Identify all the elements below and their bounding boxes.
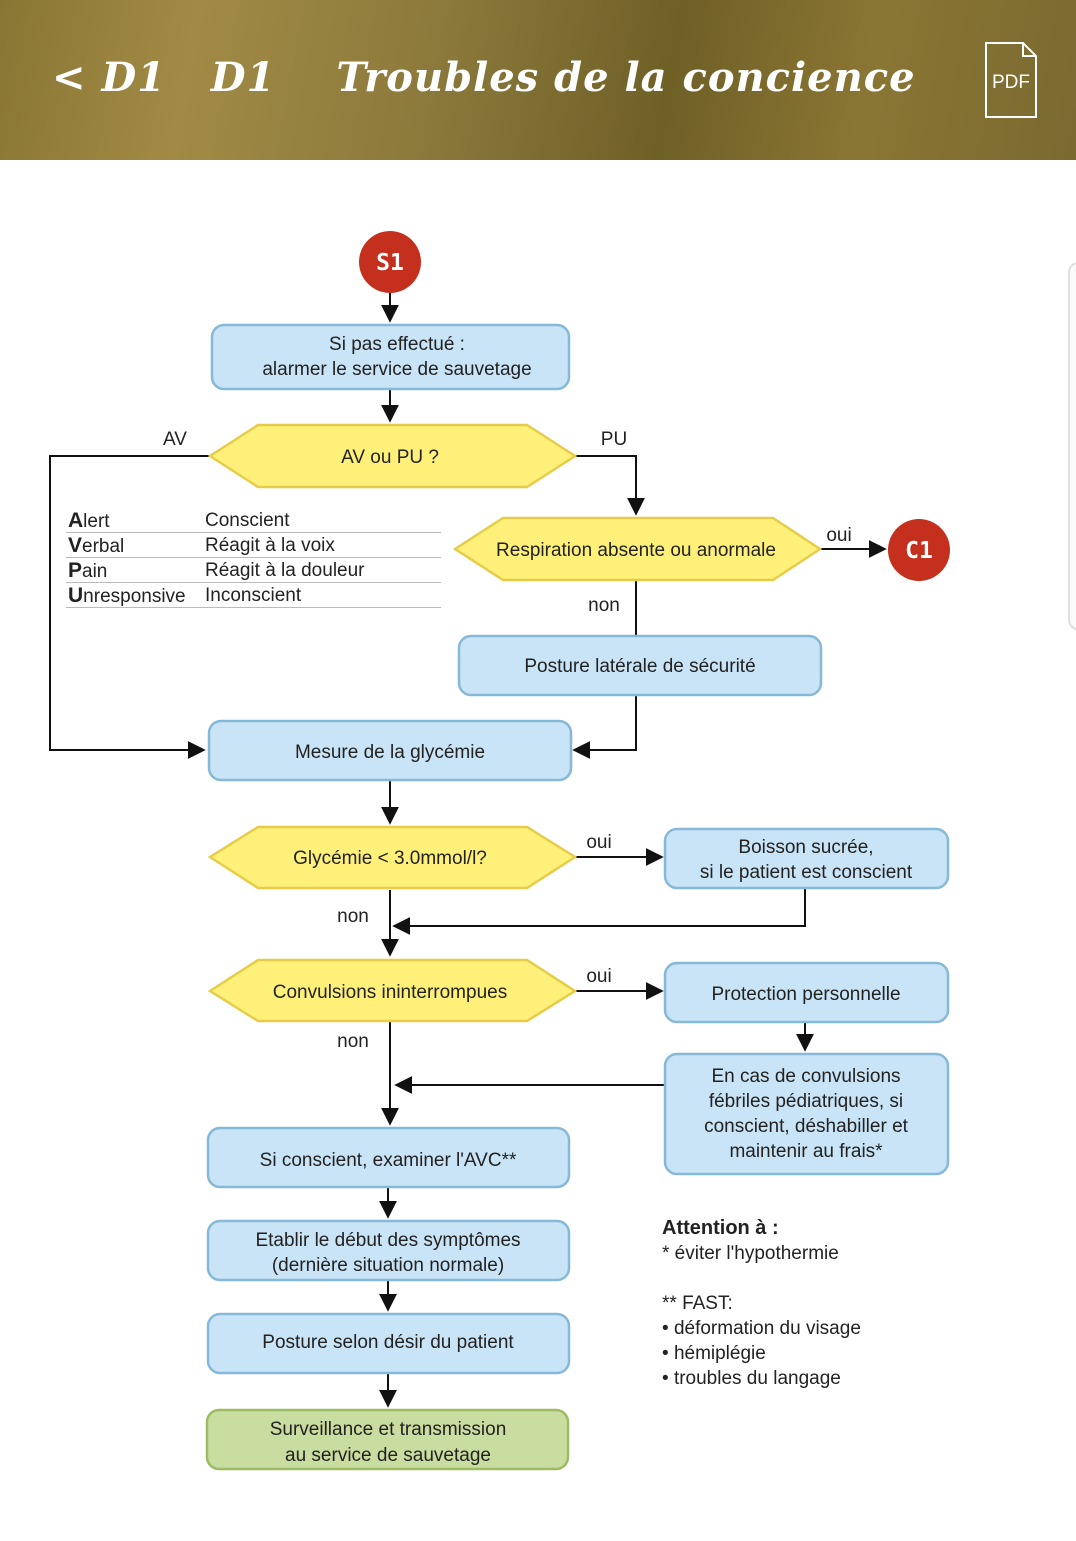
respiration-decision: Respiration absente ou anormale bbox=[452, 516, 823, 582]
avpu-term: Verbal bbox=[68, 534, 125, 557]
glycemie-decision-label: Glycémie < 3.0mmol/l? bbox=[293, 848, 487, 869]
avpu-meaning: Inconscient bbox=[205, 585, 302, 606]
avpu-term: Pain bbox=[68, 559, 108, 582]
final-line-2: au service de sauvetage bbox=[285, 1445, 491, 1466]
avpu-term: Alert bbox=[68, 509, 110, 532]
avc-box: Si conscient, examiner l'AVC** bbox=[206, 1126, 571, 1189]
onset-line-2: (dernière situation normale) bbox=[272, 1255, 504, 1276]
febrile-box: En cas de convulsions fébriles pédiatriq… bbox=[663, 1052, 950, 1176]
pdf-label: PDF bbox=[992, 72, 1030, 93]
posture-box: Posture selon désir du patient bbox=[206, 1312, 571, 1375]
edge-label-pu: PU bbox=[601, 429, 627, 450]
sugar-box: Boisson sucrée, si le patient est consci… bbox=[663, 827, 950, 890]
header-nav: < D1 D1 Troubles de la concience bbox=[52, 54, 916, 101]
edge-sugar-return bbox=[392, 888, 806, 935]
avc-label: Si conscient, examiner l'AVC** bbox=[260, 1150, 517, 1171]
avpu-row: Unresponsive Inconscient bbox=[66, 583, 441, 608]
avpu-decision-label: AV ou PU ? bbox=[341, 447, 439, 468]
avpu-meaning: Conscient bbox=[205, 510, 290, 531]
respiration-decision-label: Respiration absente ou anormale bbox=[496, 540, 776, 561]
avpu-table: Alert Conscient Verbal Réagit à la voix … bbox=[66, 508, 441, 608]
pls-label: Posture latérale de sécurité bbox=[524, 656, 755, 677]
fast-item: • déformation du visage bbox=[662, 1318, 861, 1339]
sugar-line-2: si le patient est conscient bbox=[700, 862, 913, 883]
febrile-line-3: conscient, déshabiller et bbox=[704, 1116, 909, 1137]
edge-pls-glycemie bbox=[572, 696, 637, 759]
end-connector-label: C1 bbox=[905, 538, 933, 564]
end-connector-c1[interactable]: C1 bbox=[888, 519, 950, 581]
note-hypothermia: * éviter l'hypothermie bbox=[662, 1243, 839, 1264]
avpu-meaning: Réagit à la douleur bbox=[205, 560, 365, 581]
edge-label-conv-oui: oui bbox=[586, 966, 611, 987]
alarm-line-1: Si pas effectué : bbox=[329, 334, 465, 355]
edge-label-conv-non: non bbox=[337, 1031, 369, 1052]
febrile-line-2: fébriles pédiatriques, si bbox=[709, 1091, 903, 1112]
glycemie-decision: Glycémie < 3.0mmol/l? bbox=[207, 825, 578, 890]
avpu-row: Verbal Réagit à la voix bbox=[66, 533, 441, 558]
final-box: Surveillance et transmission au service … bbox=[205, 1408, 570, 1471]
edges bbox=[49, 292, 887, 1408]
alarm-line-2: alarmer le service de sauvetage bbox=[262, 359, 531, 380]
avpu-row: Pain Réagit à la douleur bbox=[66, 558, 441, 583]
fast-item: • troubles du langage bbox=[662, 1368, 841, 1389]
glycemie-label: Mesure de la glycémie bbox=[295, 742, 485, 763]
avpu-decision: AV ou PU ? bbox=[207, 423, 578, 489]
avpu-meaning: Réagit à la voix bbox=[205, 535, 335, 556]
pls-box: Posture latérale de sécurité bbox=[457, 634, 823, 697]
convulsions-decision-label: Convulsions ininterrompues bbox=[273, 982, 507, 1003]
avpu-row: Alert Conscient bbox=[66, 508, 441, 533]
start-connector-label: S1 bbox=[376, 250, 404, 276]
fast-item: • hémiplégie bbox=[662, 1343, 766, 1364]
convulsions-decision: Convulsions ininterrompues bbox=[207, 958, 578, 1023]
edge-label-resp-non: non bbox=[588, 595, 620, 616]
alarm-box: Si pas effectué : alarmer le service de … bbox=[210, 323, 571, 391]
back-button[interactable]: < D1 bbox=[52, 54, 166, 101]
edge-label-glyc-non: non bbox=[337, 906, 369, 927]
edge-pu-respiration bbox=[575, 455, 645, 516]
febrile-line-1: En cas de convulsions bbox=[711, 1066, 900, 1087]
edge-av-glycemie bbox=[49, 455, 210, 759]
protection-label: Protection personnelle bbox=[711, 984, 900, 1005]
edge-label-resp-oui: oui bbox=[826, 525, 851, 546]
section-code: D1 bbox=[210, 54, 276, 101]
edge-label-glyc-oui: oui bbox=[586, 832, 611, 853]
edge-label-av: AV bbox=[163, 429, 187, 450]
pdf-icon[interactable]: PDF bbox=[985, 42, 1037, 118]
sugar-line-1: Boisson sucrée, bbox=[738, 837, 873, 858]
glycemie-box: Mesure de la glycémie bbox=[207, 719, 573, 782]
start-connector-s1[interactable]: S1 bbox=[359, 231, 421, 293]
notes-title: Attention à : bbox=[662, 1217, 779, 1239]
avpu-term: Unresponsive bbox=[68, 584, 186, 607]
posture-label: Posture selon désir du patient bbox=[262, 1332, 514, 1353]
onset-box: Etablir le début des symptômes (dernière… bbox=[206, 1219, 571, 1282]
febrile-line-4: maintenir au frais* bbox=[729, 1141, 883, 1162]
protection-box: Protection personnelle bbox=[663, 961, 950, 1024]
onset-line-1: Etablir le début des symptômes bbox=[255, 1230, 520, 1251]
note-fast-title: ** FAST: bbox=[662, 1293, 733, 1314]
header-bar: < D1 D1 Troubles de la concience PDF bbox=[0, 0, 1076, 160]
attention-notes: Attention à : * éviter l'hypothermie ** … bbox=[662, 1216, 861, 1391]
page-title: Troubles de la concience bbox=[336, 54, 916, 101]
final-line-1: Surveillance et transmission bbox=[270, 1419, 507, 1440]
